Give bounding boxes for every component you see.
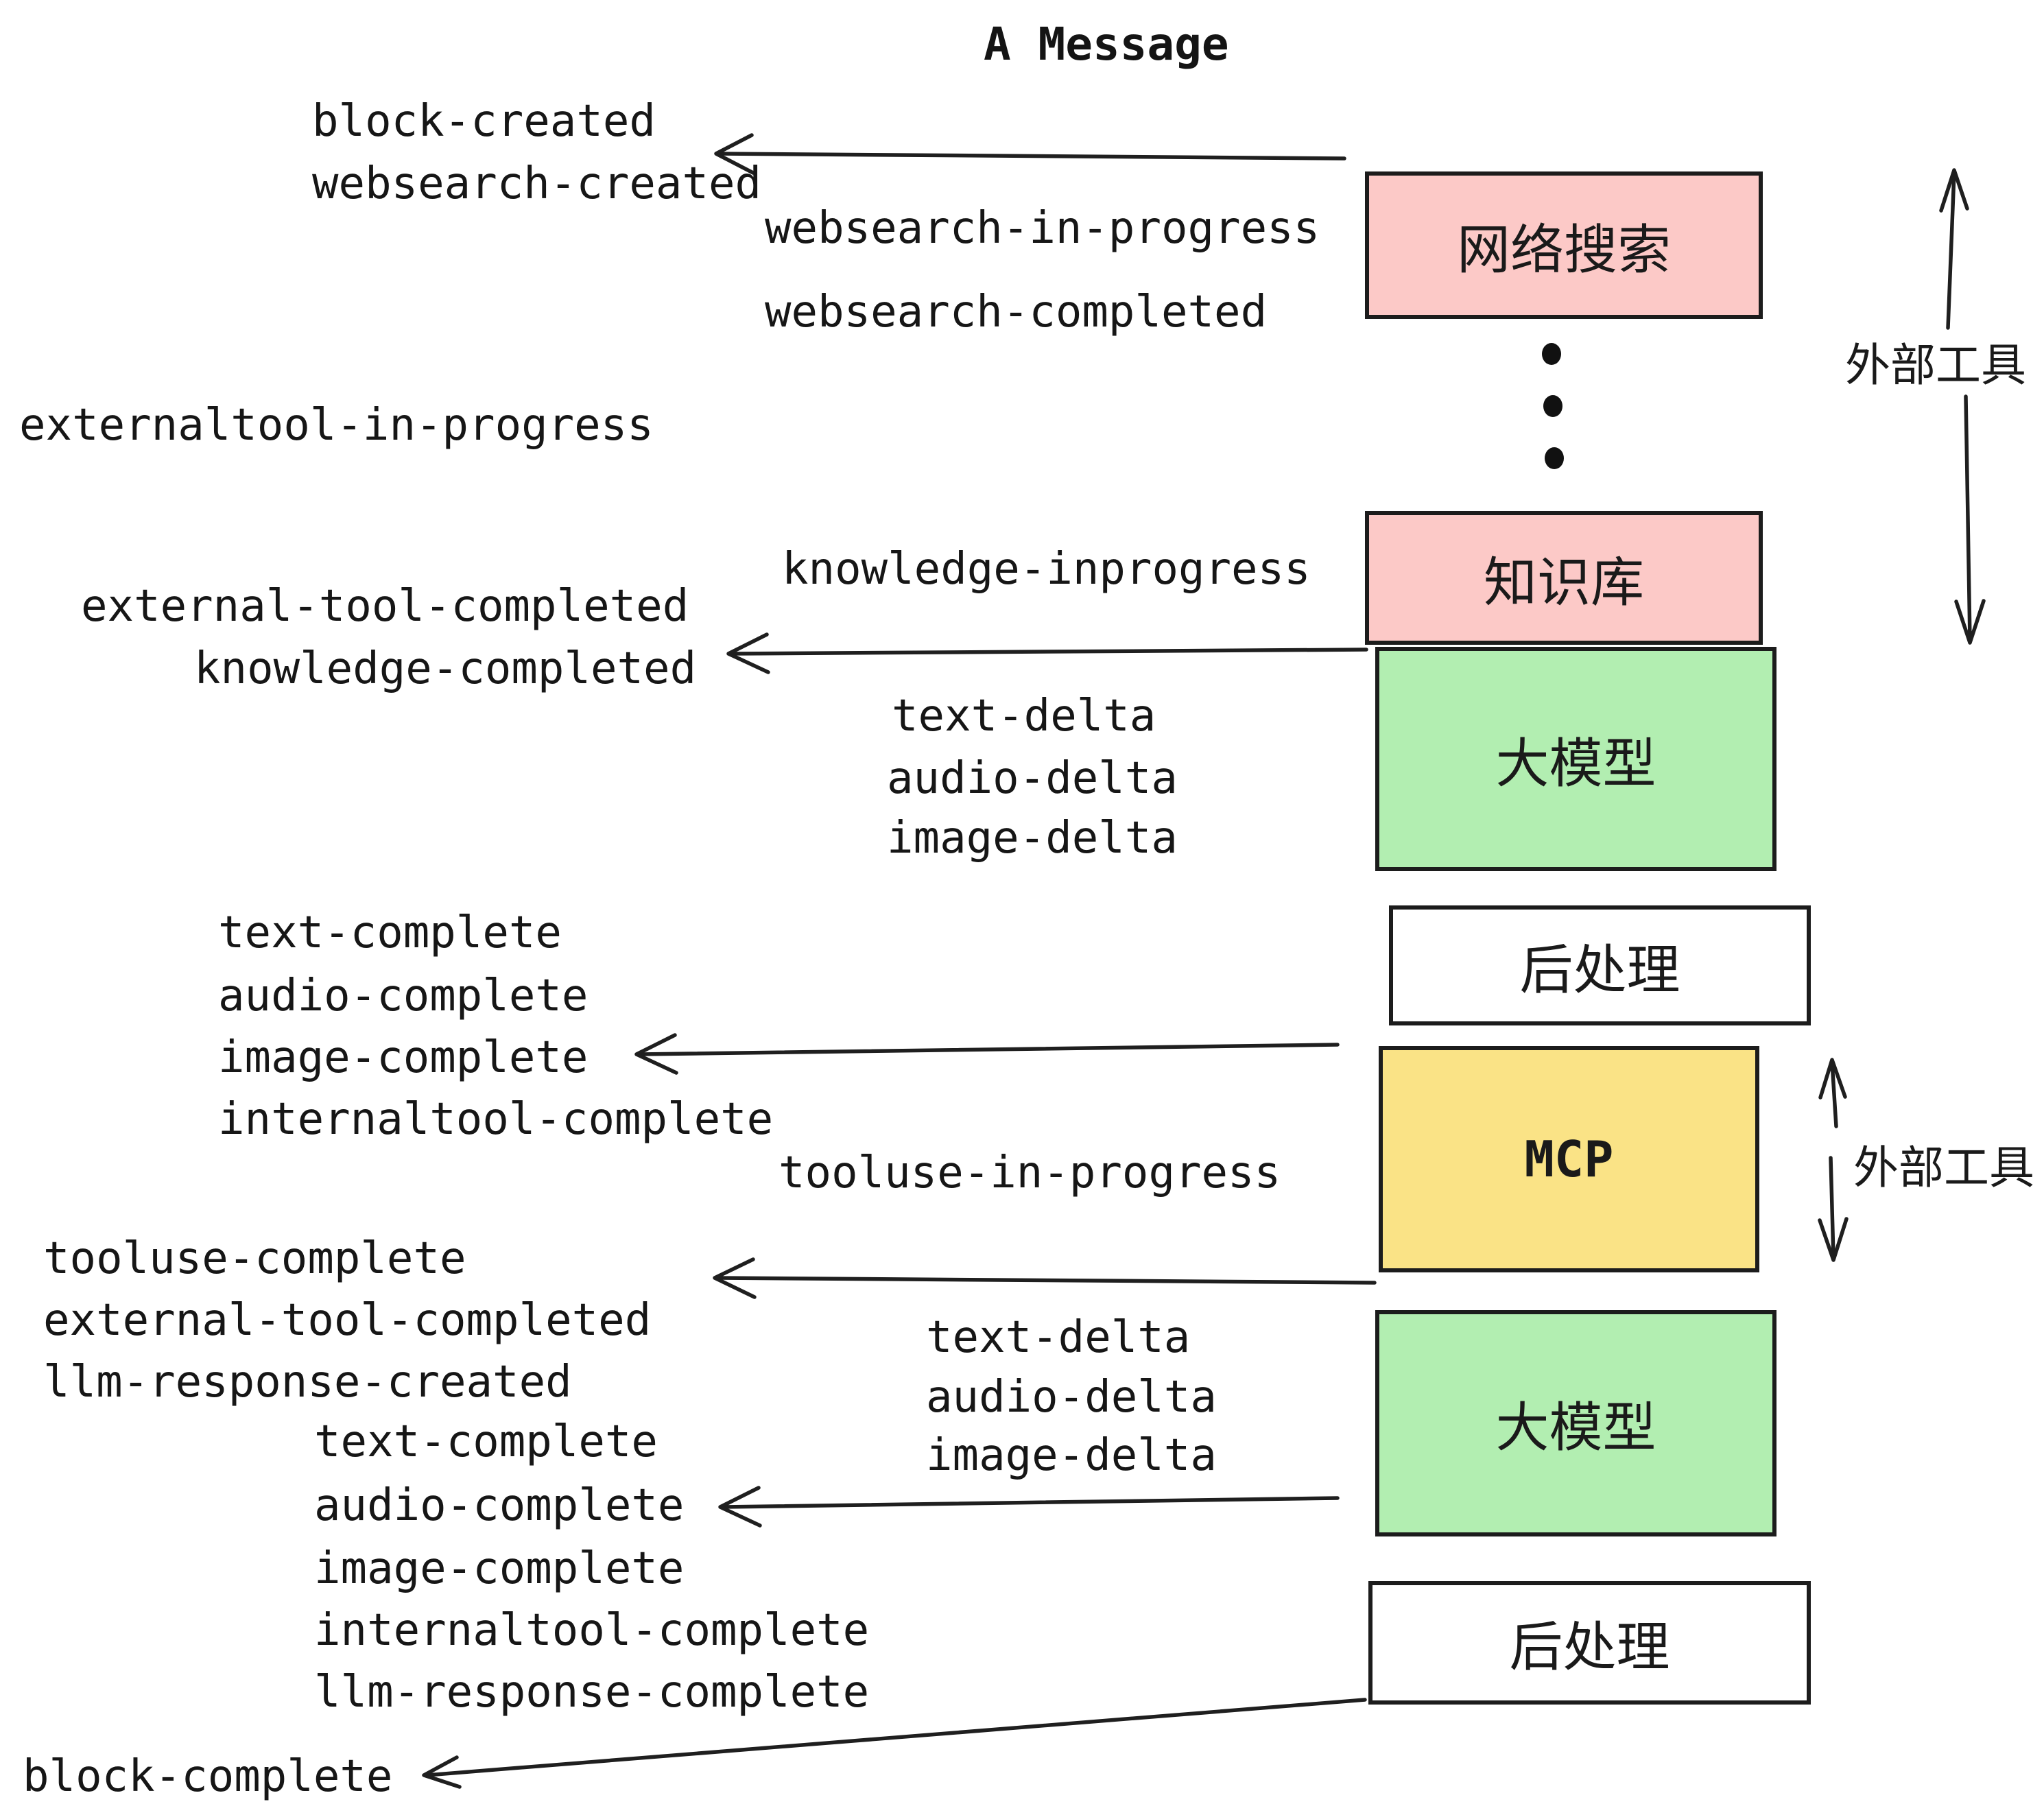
event-block-complete: block-complete xyxy=(23,1751,393,1802)
box-postprocess-1: 后处理 xyxy=(1389,905,1811,1025)
external-tools-label-bottom: 外部工具 xyxy=(1853,1141,2034,1194)
event-audio-complete-2: audio-complete xyxy=(314,1480,685,1531)
box-llm-1: 大模型 xyxy=(1375,647,1776,871)
box-llm-1-label: 大模型 xyxy=(1495,733,1656,795)
external-tools-up-arrow xyxy=(1939,168,1969,330)
event-internaltool-complete-1: internaltool-complete xyxy=(218,1094,774,1145)
event-text-complete-1: text-complete xyxy=(218,907,562,958)
event-tooluse-complete: tooluse-complete xyxy=(43,1233,466,1284)
event-image-delta-2: image-delta xyxy=(926,1430,1217,1481)
event-websearch-completed: websearch-completed xyxy=(765,287,1268,337)
diagram-title: A Message xyxy=(984,18,1229,71)
box-knowledge: 知识库 xyxy=(1365,511,1763,645)
arrow-to-knowledge-completed xyxy=(726,632,1368,674)
box-mcp: MCP xyxy=(1379,1046,1759,1272)
event-external-tool-completed-2: external-tool-completed xyxy=(43,1295,652,1346)
box-knowledge-label: 知识库 xyxy=(1483,551,1644,614)
event-internaltool-complete-2: internaltool-complete xyxy=(314,1605,870,1656)
arrow-to-tooluse-complete xyxy=(713,1257,1377,1299)
arrow-to-audio-complete xyxy=(718,1486,1340,1528)
box-llm-2-label: 大模型 xyxy=(1495,1397,1656,1459)
ellipsis-dot xyxy=(1543,395,1562,417)
event-image-delta-1: image-delta xyxy=(887,813,1178,864)
event-image-complete-1: image-complete xyxy=(218,1032,589,1083)
event-llm-response-complete: llm-response-complete xyxy=(314,1667,870,1718)
external-tools-down-arrow-2 xyxy=(1818,1156,1849,1262)
event-block-created: block-created xyxy=(312,96,656,147)
box-mcp-label: MCP xyxy=(1524,1130,1614,1188)
event-audio-delta-2: audio-delta xyxy=(926,1372,1217,1423)
box-postprocess-2: 后处理 xyxy=(1368,1581,1811,1705)
event-text-delta-1: text-delta xyxy=(892,691,1156,741)
box-postprocess-2-label: 后处理 xyxy=(1509,1617,1670,1678)
box-websearch: 网络搜索 xyxy=(1365,171,1763,319)
event-audio-complete-1: audio-complete xyxy=(218,971,589,1021)
event-text-delta-2: text-delta xyxy=(926,1312,1191,1363)
event-websearch-created: websearch-created xyxy=(312,158,762,209)
arrow-to-image-complete xyxy=(634,1033,1340,1075)
event-knowledge-completed: knowledge-completed xyxy=(194,643,697,694)
event-externaltool-in-progress: externaltool-in-progress xyxy=(19,400,654,451)
external-tools-label-top: 外部工具 xyxy=(1845,339,2026,392)
external-tools-up-arrow-2 xyxy=(1818,1058,1847,1128)
event-text-complete-2: text-complete xyxy=(314,1416,658,1467)
ellipsis-dot xyxy=(1545,447,1564,469)
event-llm-response-created: llm-response-created xyxy=(43,1357,572,1408)
arrow-to-websearch-created xyxy=(714,133,1346,175)
event-websearch-in-progress: websearch-in-progress xyxy=(765,203,1320,254)
box-postprocess-1-label: 后处理 xyxy=(1519,939,1680,1001)
event-tooluse-in-progress: tooluse-in-progress xyxy=(779,1148,1281,1198)
event-audio-delta-1: audio-delta xyxy=(887,753,1178,804)
box-llm-2: 大模型 xyxy=(1375,1310,1776,1536)
event-knowledge-inprogress: knowledge-inprogress xyxy=(782,544,1311,595)
external-tools-down-arrow xyxy=(1954,394,1986,645)
event-external-tool-completed-1: external-tool-completed xyxy=(81,581,689,632)
ellipsis-dot xyxy=(1542,343,1561,365)
event-image-complete-2: image-complete xyxy=(314,1543,685,1594)
box-websearch-label: 网络搜索 xyxy=(1456,219,1671,281)
